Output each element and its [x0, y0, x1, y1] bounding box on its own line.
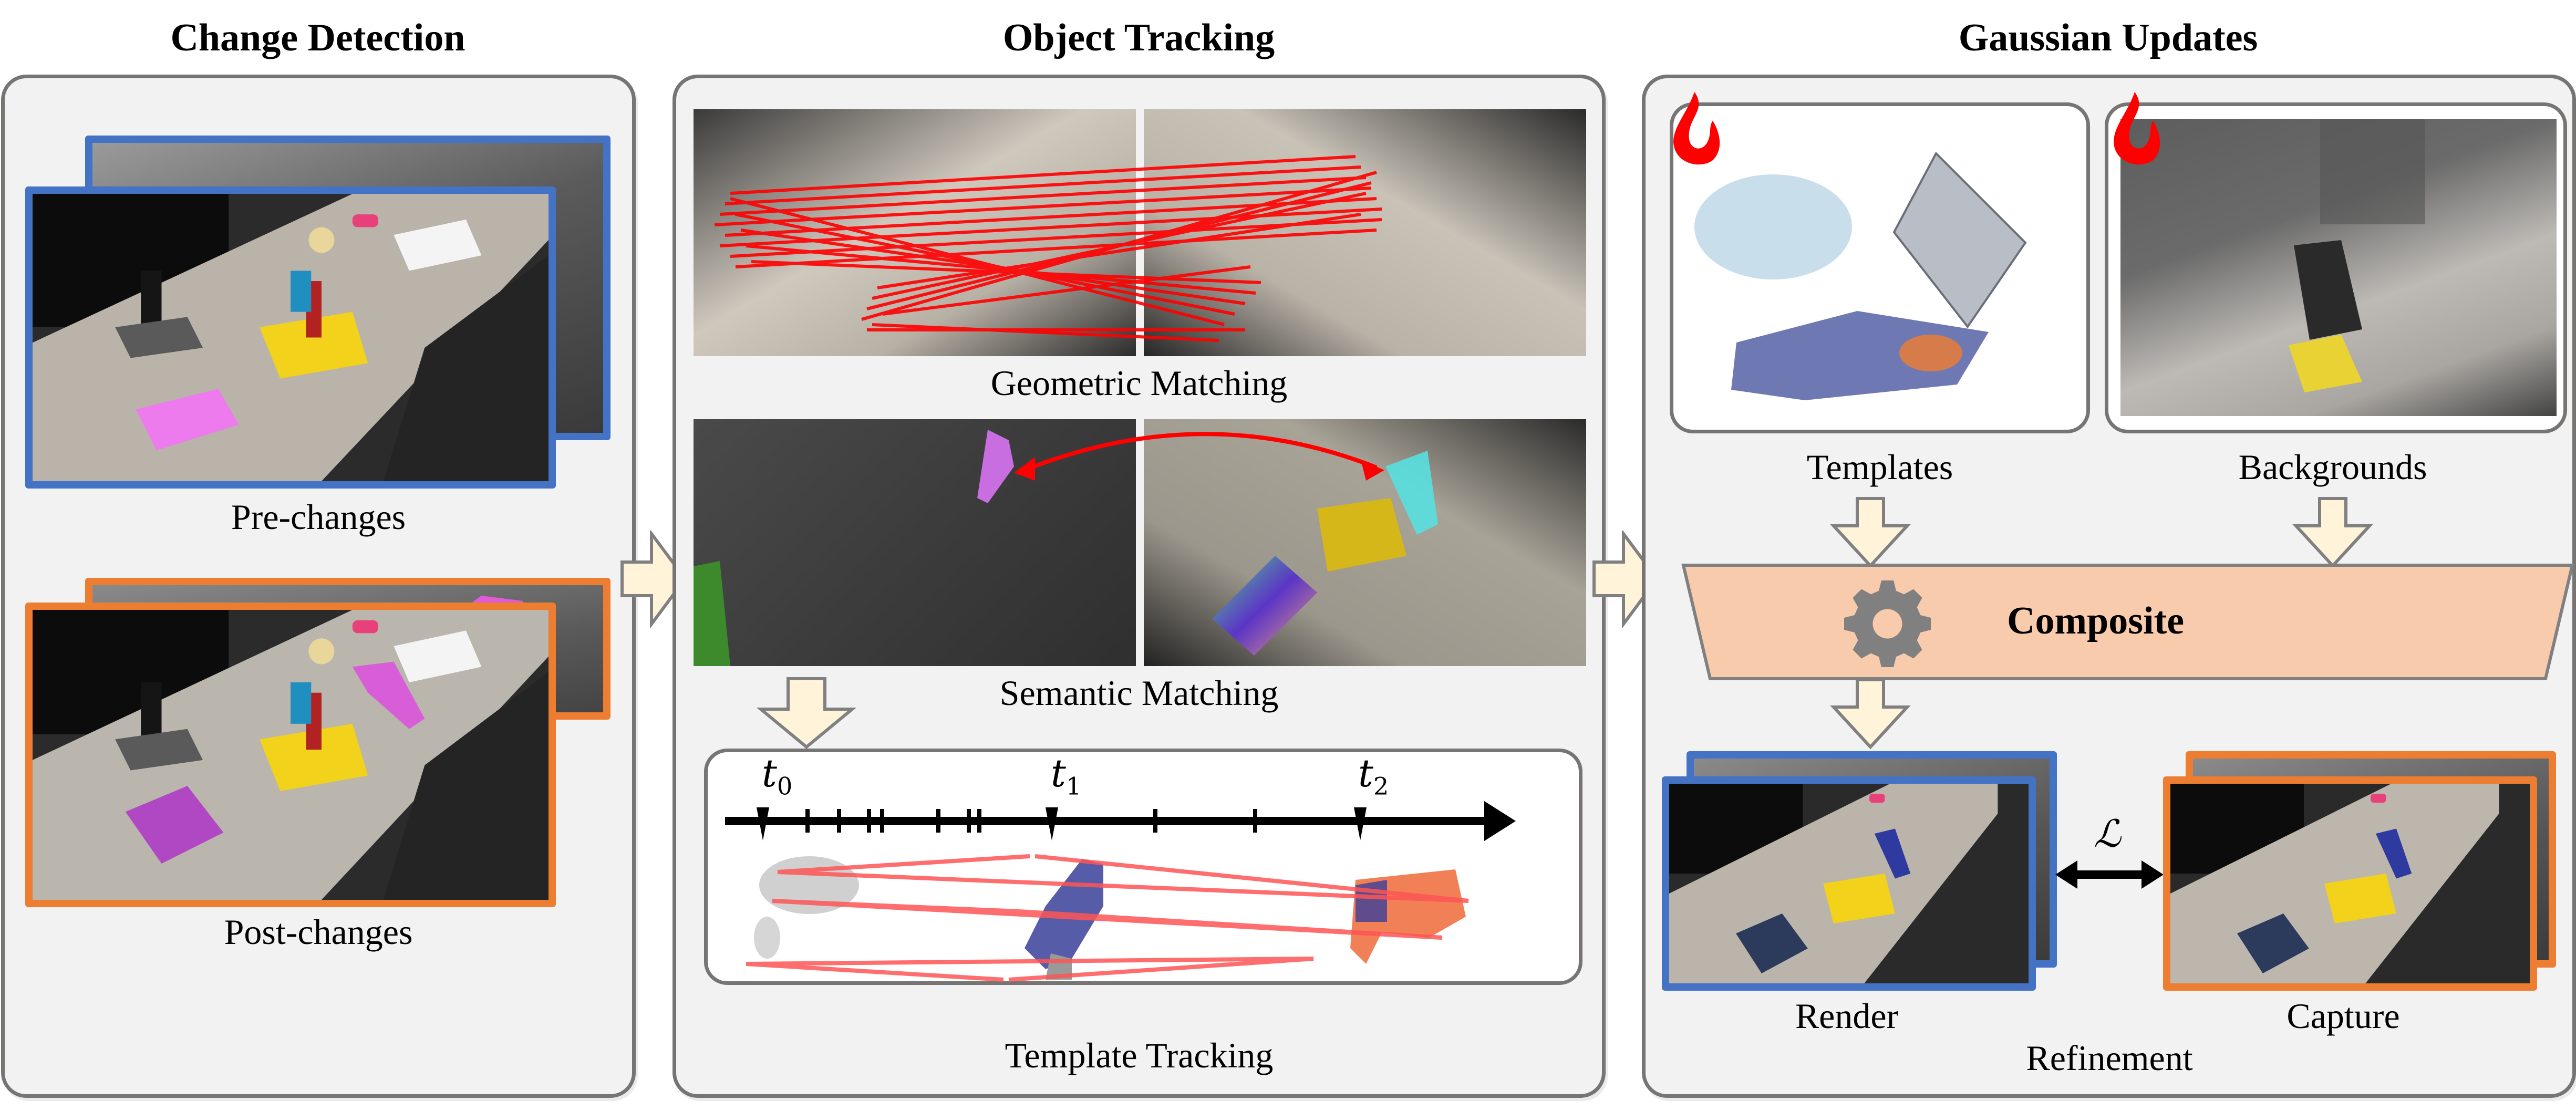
match-line [719, 207, 1382, 247]
semantic-feature-blaster-right [1385, 451, 1438, 535]
toy-base [1317, 498, 1406, 572]
match-line [882, 265, 1251, 316]
green-bag [694, 561, 730, 666]
stage-title-gaussian-updates: Gaussian Updates [1958, 16, 2258, 59]
stage-title-object-tracking: Object Tracking [1002, 16, 1275, 59]
template-correspondence-lines [746, 854, 1469, 982]
post-change-scene-image [33, 610, 549, 900]
down-arrow-icon [757, 677, 856, 749]
timeline-tick [837, 809, 841, 833]
pre-change-frame-front [25, 186, 556, 489]
flow-arrow-right-icon [1592, 531, 1659, 628]
semantic-matching-image-right [1144, 419, 1586, 666]
timeline-tick [1153, 809, 1157, 833]
gear-icon [1844, 580, 1931, 667]
timeline-axis [725, 817, 1492, 825]
match-line [751, 260, 1261, 284]
down-arrow-icon [1830, 497, 1911, 568]
semantic-feature-tablet [1212, 556, 1317, 656]
post-changes-caption: Post-changes [224, 912, 413, 952]
timeline-arrowhead [1484, 801, 1516, 841]
match-line [714, 186, 1372, 226]
refinement-caption: Refinement [2026, 1038, 2193, 1078]
timeline-tick [977, 809, 981, 833]
templates-caption: Templates [1806, 447, 1953, 487]
double-arrow-icon [2055, 860, 2164, 889]
pre-change-scene-image [33, 194, 549, 481]
geometric-matching-caption: Geometric Matching [990, 363, 1288, 403]
timeline-label-t2: t2 [1358, 751, 1389, 801]
semantic-matching-caption: Semantic Matching [999, 673, 1279, 713]
render-scene-image [1669, 784, 2029, 983]
post-change-frame-front [25, 603, 556, 907]
geometric-matching-image-right [1144, 109, 1586, 356]
backgrounds-subpanel [2105, 102, 2567, 433]
render-frame-front [1662, 776, 2036, 991]
capture-scene-image [2170, 784, 2530, 983]
template-wipes [1694, 174, 1852, 279]
fire-icon [2114, 92, 2160, 165]
match-line [735, 229, 1377, 268]
down-arrow-icon [1830, 678, 1911, 750]
loss-symbol: ℒ [2094, 812, 2121, 856]
match-line [730, 155, 1356, 195]
backgrounds-caption: Backgrounds [2238, 447, 2427, 487]
timeline-marker-t0 [757, 807, 769, 840]
timeline-tick [867, 809, 871, 833]
match-line [872, 323, 1219, 342]
timeline-tick [880, 809, 884, 833]
flow-arrow-right-icon [620, 531, 687, 628]
backgrounds-gaussian-image [2120, 119, 2557, 416]
geometric-match-lines [714, 155, 1382, 342]
pre-changes-caption: Pre-changes [231, 497, 406, 537]
timeline-tick [936, 809, 940, 833]
render-caption: Render [1795, 996, 1899, 1036]
templates-subpanel [1670, 102, 2090, 433]
stage-title-change-detection: Change Detection [170, 16, 465, 59]
timeline-label-t1: t1 [1051, 751, 1082, 801]
templates-gaussian-image [1694, 151, 2027, 400]
template-tracking-caption: Template Tracking [1005, 1035, 1274, 1075]
timeline-tick [1253, 809, 1257, 833]
timeline-marker-t1 [1046, 807, 1058, 840]
semantic-matching-image-left [694, 419, 1136, 666]
match-line [740, 229, 1246, 305]
timeline-tick [805, 809, 810, 833]
semantic-match-double-arrow-icon [1014, 432, 1384, 481]
template-point-cloud-t2 [1350, 869, 1466, 964]
capture-caption: Capture [2287, 996, 2400, 1036]
match-line [719, 176, 1367, 216]
capture-frame-front [2163, 776, 2537, 991]
fire-icon [1673, 92, 1720, 165]
down-arrow-icon [2292, 497, 2373, 568]
match-line [725, 197, 1377, 237]
match-line [725, 165, 1361, 205]
timeline-label-t0: t0 [762, 751, 793, 801]
timeline [725, 801, 1516, 982]
semantic-feature-blaster-left [977, 430, 1014, 503]
timeline-tick [967, 809, 971, 833]
template-blaster [1731, 311, 1989, 400]
match-line [730, 218, 1382, 258]
timeline-marker-t2 [1354, 807, 1367, 840]
match-line [872, 192, 1367, 300]
template-tablet [1892, 151, 2027, 329]
composite-label: Composite [2007, 599, 2185, 642]
match-line [877, 213, 1361, 289]
